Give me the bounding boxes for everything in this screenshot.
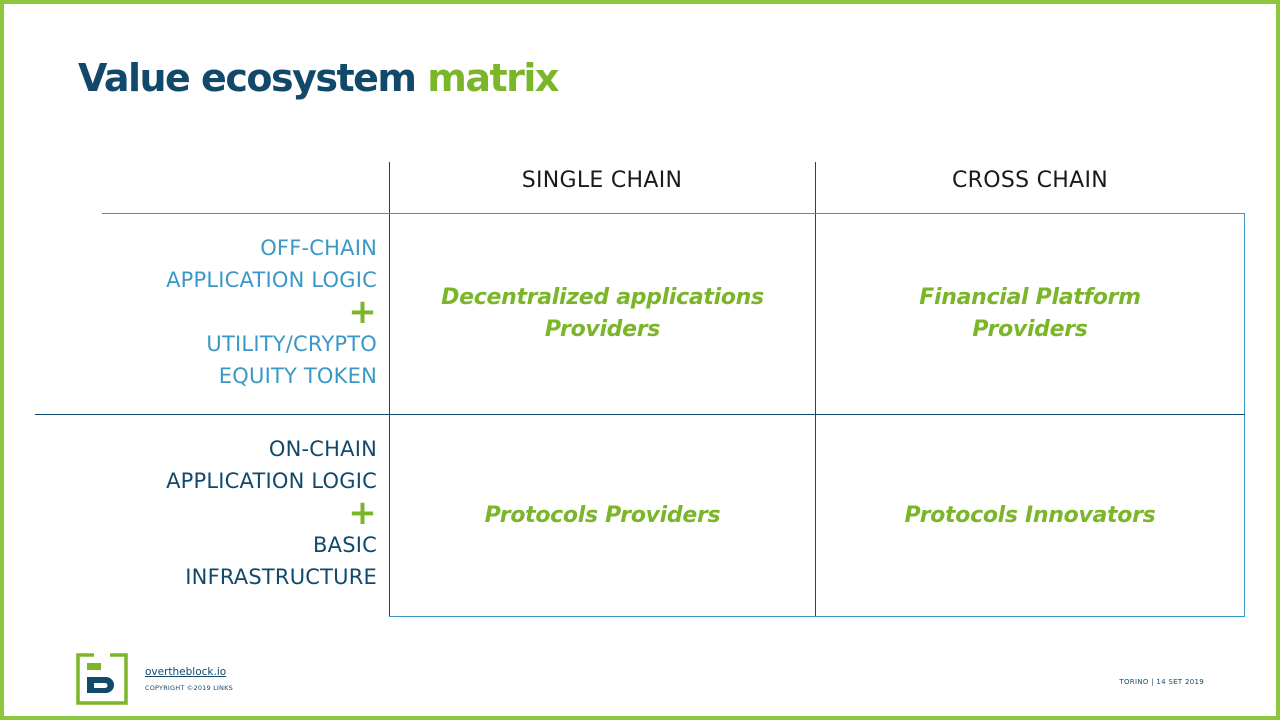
title-part-1: Value ecosystem: [78, 56, 417, 100]
cell-offchain-single: Decentralized applications Providers: [390, 282, 815, 346]
grid-line: [389, 162, 390, 617]
plus-icon: +: [348, 493, 377, 533]
grid-line: [1244, 213, 1245, 617]
cell-line: Protocols Providers: [484, 503, 721, 528]
grid-line: [815, 162, 816, 617]
column-header-single-chain: SINGLE CHAIN: [521, 168, 683, 193]
row-label-line: BASIC: [313, 533, 377, 557]
cell-line: Protocols Innovators: [904, 503, 1156, 528]
cell-line: Providers: [544, 317, 661, 342]
row-label-line: ON-CHAIN: [268, 437, 377, 461]
row-label-line: EQUITY TOKEN: [218, 364, 377, 388]
cell-line: Decentralized applications: [441, 285, 764, 310]
cell-offchain-cross: Financial Platform Providers: [816, 282, 1244, 346]
row-label-line: OFF-CHAIN: [260, 236, 377, 260]
grid-line: [35, 414, 1245, 415]
cell-onchain-cross: Protocols Innovators: [816, 500, 1244, 532]
overtheblock-logo-icon: [76, 653, 128, 705]
footer-copyright: COPYRIGHT ©2019 LINKS: [145, 684, 233, 692]
grid-line: [389, 616, 1245, 617]
slide-title: Value ecosystem matrix: [78, 56, 559, 100]
row-label-line: INFRASTRUCTURE: [185, 565, 377, 589]
footer-website-link[interactable]: overtheblock.io: [145, 666, 227, 678]
grid-line: [102, 213, 1245, 214]
cell-onchain-single: Protocols Providers: [390, 500, 815, 532]
row-label-line: APPLICATION LOGIC: [166, 268, 377, 292]
cell-line: Providers: [972, 317, 1088, 342]
row-label-on-chain: ON-CHAIN APPLICATION LOGIC + BASIC INFRA…: [166, 433, 377, 593]
row-label-line: APPLICATION LOGIC: [166, 469, 377, 493]
row-label-off-chain: OFF-CHAIN APPLICATION LOGIC + UTILITY/CR…: [166, 232, 377, 392]
title-part-2: matrix: [427, 56, 559, 100]
cell-line: Financial Platform: [919, 285, 1141, 310]
column-header-cross-chain: CROSS CHAIN: [951, 168, 1109, 193]
plus-icon: +: [348, 292, 377, 332]
row-label-line: UTILITY/CRYPTO: [206, 332, 377, 356]
footer-place-date: TORINO | 14 SET 2019: [1119, 678, 1204, 686]
